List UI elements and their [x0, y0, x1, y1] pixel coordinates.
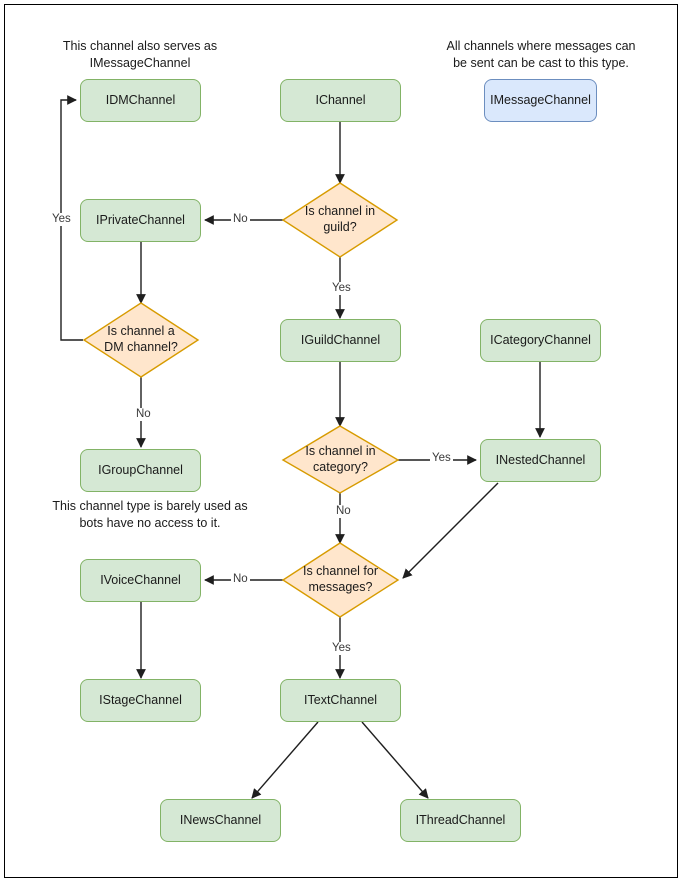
note-group-line2: bots have no access to it. [79, 515, 221, 530]
note-dm-line1: This channel also serves as [62, 39, 218, 53]
edge-itextchannel-to-ithreadchannel [361, 721, 429, 799]
node-ithreadchannel[interactable]: IThreadChannel [400, 799, 521, 842]
decision-is-dm-line1: Is channel a [107, 324, 175, 339]
decision-is-in-category-shape [281, 425, 400, 494]
edge-inestedchannel-to-ismessages [402, 482, 499, 579]
decision-is-dm-shape [82, 302, 200, 378]
edge-label-dm-yes: Yes [50, 213, 73, 226]
decision-is-in-category[interactable]: Is channel in category? [283, 426, 398, 493]
note-message-line2: be sent can be cast to this type. [453, 55, 629, 70]
node-igroupchannel[interactable]: IGroupChannel [80, 449, 201, 492]
node-icategorychannel[interactable]: ICategoryChannel [480, 319, 601, 362]
decision-is-in-guild-shape [281, 182, 399, 258]
edge-itextchannel-to-inewschannel [251, 721, 319, 799]
note-group-line1: This channel type is barely used as [52, 499, 248, 513]
node-iguildchannel[interactable]: IGuildChannel [280, 319, 401, 362]
node-inestedchannel[interactable]: INestedChannel [480, 439, 601, 482]
node-imessagechannel[interactable]: IMessageChannel [484, 79, 597, 122]
edge-label-messages-yes: Yes [330, 642, 353, 655]
decision-is-for-messages[interactable]: Is channel for messages? [283, 543, 398, 617]
edge-label-category-no: No [334, 505, 353, 518]
note-message-line1: All channels where messages can [446, 39, 636, 53]
node-itextchannel[interactable]: ITextChannel [280, 679, 401, 722]
decision-is-in-category-label: Is channel in category? [283, 426, 398, 493]
decision-is-for-messages-label: Is channel for messages? [283, 543, 398, 617]
node-istagechannel[interactable]: IStageChannel [80, 679, 201, 722]
decision-is-in-guild[interactable]: Is channel in guild? [283, 183, 397, 257]
edge-label-guild-no: No [231, 213, 250, 226]
edge-label-dm-no: No [134, 408, 153, 421]
note-dm-line2: IMessageChannel [89, 55, 191, 70]
edge-label-guild-yes: Yes [330, 282, 353, 295]
node-ivoicechannel[interactable]: IVoiceChannel [80, 559, 201, 602]
note-dm-channel: This channel also serves as IMessageChan… [50, 38, 230, 71]
decision-is-in-category-line1: Is channel in [305, 443, 376, 458]
decision-is-in-guild-label: Is channel in guild? [283, 183, 397, 257]
node-inewschannel[interactable]: INewsChannel [160, 799, 281, 842]
node-idmchannel[interactable]: IDMChannel [80, 79, 201, 122]
decision-is-dm[interactable]: Is channel a DM channel? [84, 303, 198, 377]
decision-is-for-messages-line2: messages? [308, 580, 373, 594]
decision-is-for-messages-shape [281, 542, 400, 618]
note-group-channel: This channel type is barely used as bots… [35, 498, 265, 531]
decision-is-dm-line2: DM channel? [104, 340, 178, 354]
node-iprivatechannel[interactable]: IPrivateChannel [80, 199, 201, 242]
decision-is-dm-label: Is channel a DM channel? [84, 303, 198, 377]
edge-label-messages-no: No [231, 573, 250, 586]
decision-is-in-guild-line2: guild? [323, 220, 357, 234]
decision-is-in-category-line2: category? [313, 459, 368, 474]
decision-is-for-messages-line1: Is channel for [302, 564, 379, 579]
node-ichannel[interactable]: IChannel [280, 79, 401, 122]
note-message-channel: All channels where messages can be sent … [432, 38, 650, 71]
edge-label-category-yes: Yes [430, 452, 453, 465]
decision-is-in-guild-line1: Is channel in [304, 204, 376, 219]
